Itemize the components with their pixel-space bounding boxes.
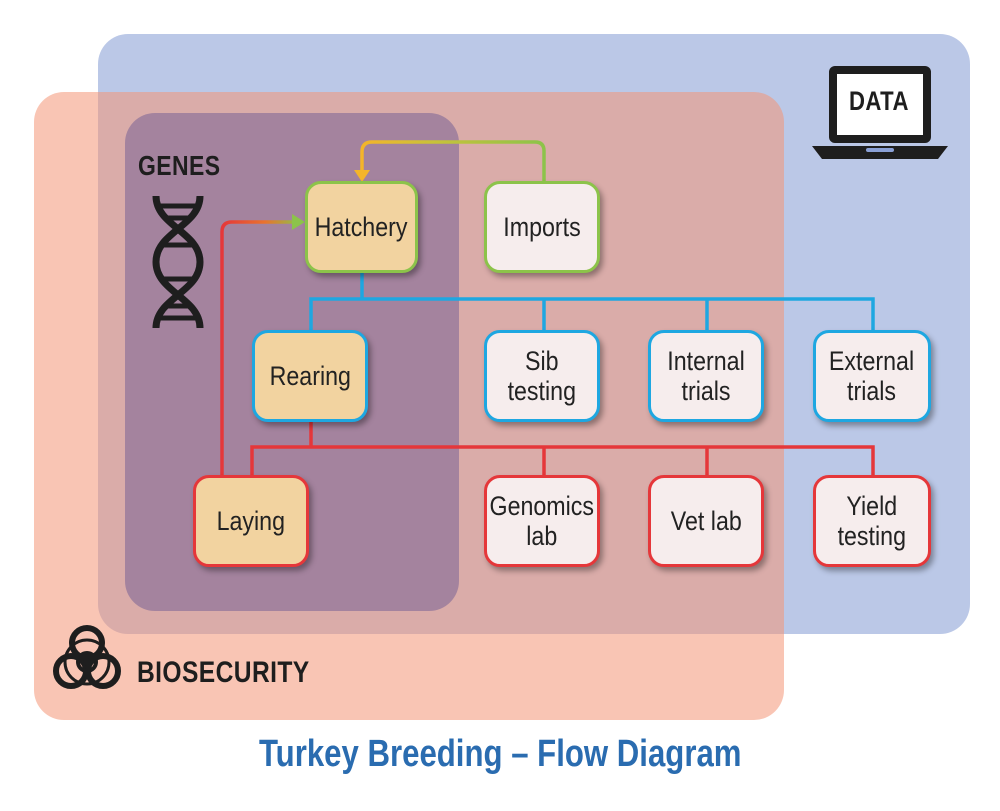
- data-label: DATA: [849, 86, 909, 116]
- genomics-lab-node: Genomics lab: [484, 475, 600, 567]
- arrowhead-hatchery-top: [354, 170, 370, 182]
- biosecurity-label: BIOSECURITY: [137, 656, 310, 689]
- yield-testing-label: Yield testing: [837, 491, 907, 551]
- connector-hatchery-trials: [309, 273, 875, 330]
- connector-imports-hatchery: [360, 140, 546, 181]
- diagram-title-text: Turkey Breeding – Flow Diagram: [258, 733, 742, 775]
- rearing-label: Rearing: [269, 361, 351, 391]
- arrowhead-hatchery-left: [292, 214, 305, 230]
- rearing-node: Rearing: [252, 330, 368, 422]
- imports-node: Imports: [484, 181, 600, 273]
- vet-lab-label: Vet lab: [670, 506, 742, 536]
- connector-laying-hatchery: [220, 220, 294, 475]
- internal-trials-node: Internal trials: [648, 330, 764, 422]
- sib-testing-label: Sib testing: [507, 346, 577, 406]
- laying-node: Laying: [193, 475, 309, 567]
- internal-trials-label: Internal trials: [667, 346, 745, 406]
- imports-label: Imports: [503, 212, 581, 242]
- genomics-lab-label: Genomics lab: [489, 491, 595, 551]
- hatchery-node: Hatchery: [305, 181, 418, 273]
- genes-label: GENES: [138, 150, 221, 181]
- yield-testing-node: Yield testing: [813, 475, 931, 567]
- diagram-title: Turkey Breeding – Flow Diagram: [0, 733, 1000, 776]
- hatchery-label: Hatchery: [315, 212, 408, 242]
- connector-rearing-labs: [250, 422, 875, 475]
- external-trials-label: External trials: [829, 346, 915, 406]
- sib-testing-node: Sib testing: [484, 330, 600, 422]
- external-trials-node: External trials: [813, 330, 931, 422]
- laying-label: Laying: [216, 506, 286, 536]
- vet-lab-node: Vet lab: [648, 475, 764, 567]
